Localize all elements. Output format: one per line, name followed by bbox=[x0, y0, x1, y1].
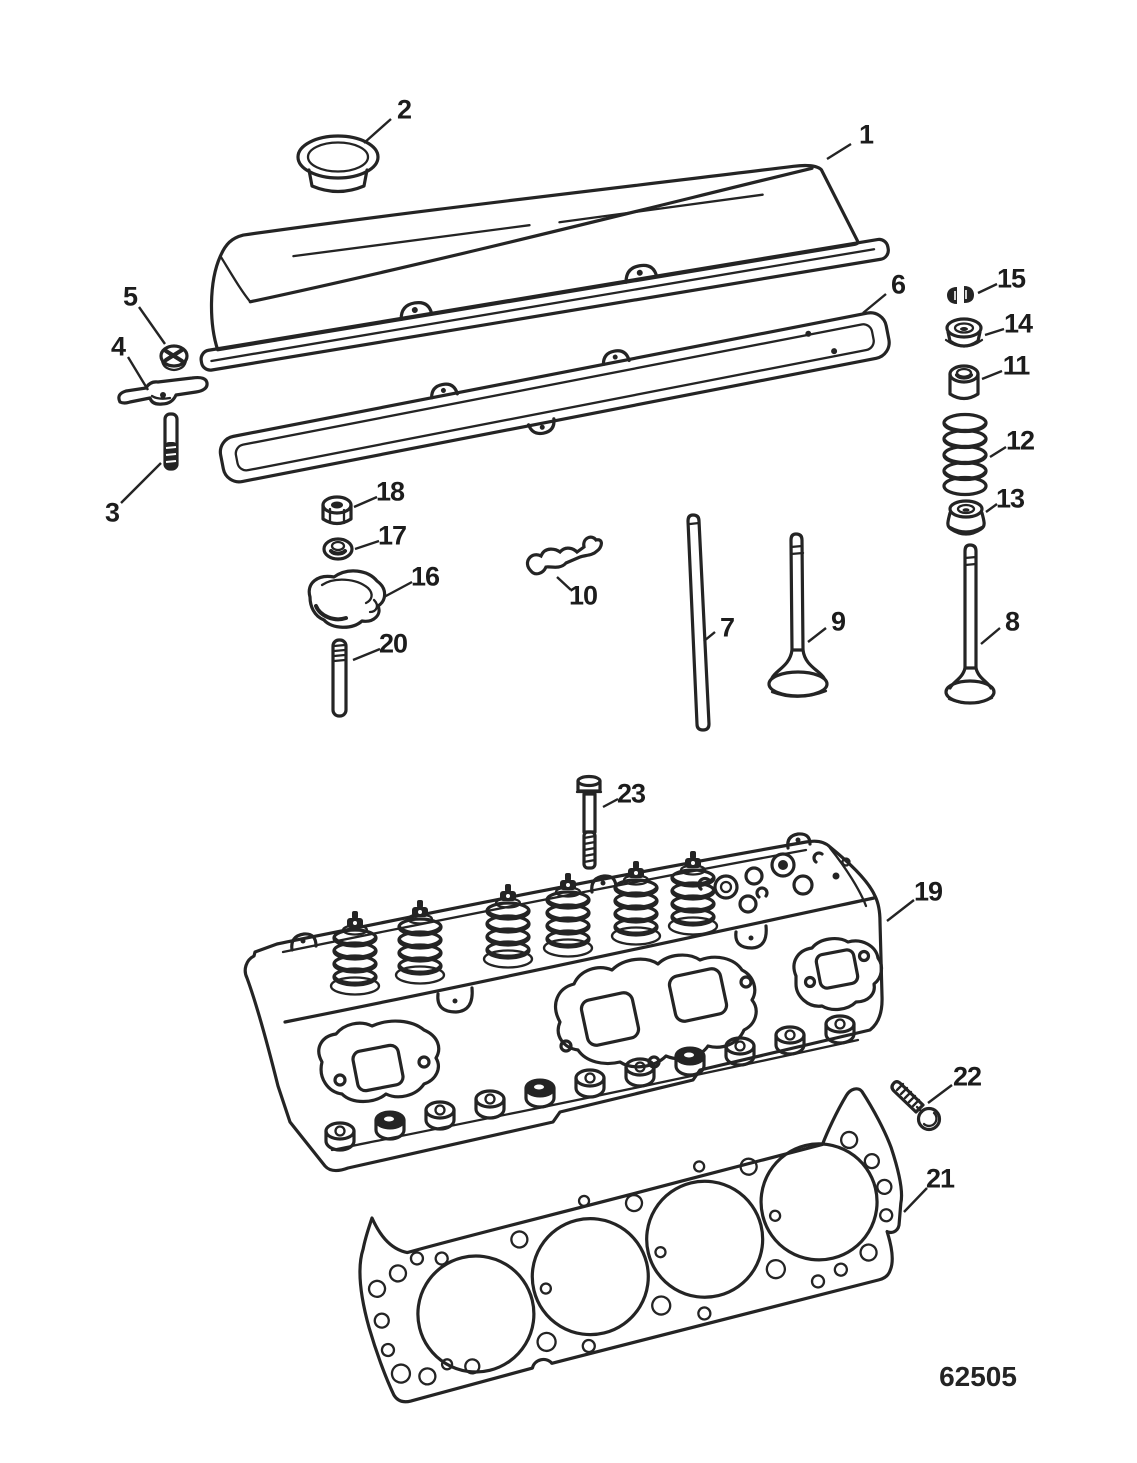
leader-15 bbox=[977, 282, 998, 295]
leader-9 bbox=[807, 627, 827, 643]
callout-13-spring-seat-seal: 13 bbox=[995, 483, 1025, 514]
callout-leader-lines bbox=[120, 118, 1007, 1213]
leader-22 bbox=[927, 1084, 953, 1104]
spring-seat-seal bbox=[946, 499, 986, 536]
leader-23 bbox=[602, 797, 619, 809]
callout-17-rocker-arm-ball: 17 bbox=[377, 520, 407, 551]
callout-19-cylinder-head: 19 bbox=[913, 876, 943, 907]
leader-17 bbox=[354, 539, 380, 551]
callout-16-rocker-arm: 16 bbox=[410, 561, 440, 592]
leader-11 bbox=[981, 369, 1003, 381]
callout-22-head-bolt-short: 22 bbox=[952, 1061, 982, 1092]
wing-nut bbox=[159, 344, 189, 372]
callout-8-exhaust-valve: 8 bbox=[1004, 606, 1020, 637]
spring-retainer bbox=[944, 317, 984, 348]
leader-12 bbox=[989, 445, 1007, 459]
rocker-arm-nut bbox=[321, 495, 353, 526]
rocker-arm bbox=[307, 569, 387, 629]
valve-keepers bbox=[947, 286, 974, 304]
leader-2 bbox=[363, 118, 392, 144]
clamp-stud bbox=[163, 412, 179, 471]
rocker-arm-ball bbox=[322, 537, 354, 561]
leader-13 bbox=[985, 503, 998, 513]
callout-21-head-gasket: 21 bbox=[925, 1163, 955, 1194]
retainer-clamp bbox=[117, 375, 209, 406]
callout-9-intake-valve: 9 bbox=[830, 606, 846, 637]
guide-clip bbox=[525, 535, 603, 576]
exhaust-valve bbox=[944, 543, 996, 705]
callout-6-rocker-cover-gasket: 6 bbox=[890, 269, 906, 300]
callout-3-clamp-stud: 3 bbox=[104, 497, 120, 528]
callout-18-rocker-arm-nut: 18 bbox=[375, 476, 405, 507]
leader-3 bbox=[120, 462, 162, 504]
leader-1 bbox=[826, 142, 852, 161]
callout-4-retainer-clamp: 4 bbox=[110, 331, 126, 362]
rocker-cover-gasket bbox=[218, 311, 891, 484]
leader-5 bbox=[138, 306, 166, 345]
cylinder-head bbox=[243, 832, 884, 1173]
leader-20 bbox=[352, 647, 381, 662]
leader-8 bbox=[980, 627, 1001, 645]
head-gasket bbox=[358, 1087, 904, 1404]
leader-16 bbox=[383, 580, 413, 599]
leader-10 bbox=[556, 576, 572, 591]
intake-valve bbox=[767, 532, 829, 698]
rocker-cover bbox=[199, 163, 890, 372]
leader-6 bbox=[862, 293, 887, 314]
spring-shield bbox=[948, 364, 980, 401]
callout-7-push-rod: 7 bbox=[719, 612, 735, 643]
callout-20-rocker-stud: 20 bbox=[378, 628, 408, 659]
rocker-stud bbox=[331, 638, 348, 718]
callout-14-spring-retainer: 14 bbox=[1003, 308, 1033, 339]
callout-23-head-bolt-long: 23 bbox=[616, 778, 646, 809]
leader-14 bbox=[984, 327, 1005, 337]
callout-10-guide-clip: 10 bbox=[568, 580, 598, 611]
leader-19 bbox=[886, 899, 915, 922]
callout-1-rocker-cover: 1 bbox=[858, 119, 874, 150]
head-bolt-short bbox=[890, 1080, 942, 1132]
callout-15-valve-keepers: 15 bbox=[996, 263, 1026, 294]
callout-11-spring-shield: 11 bbox=[1002, 350, 1031, 381]
leader-4 bbox=[126, 356, 150, 391]
push-rod bbox=[686, 513, 711, 732]
callout-12-valve-spring: 12 bbox=[1005, 425, 1035, 456]
head-bolt-long bbox=[575, 774, 603, 870]
callout-2-oil-fill-cap: 2 bbox=[396, 94, 412, 125]
leader-18 bbox=[353, 495, 378, 509]
leader-21 bbox=[903, 1187, 928, 1213]
drawing-number: 62505 bbox=[939, 1361, 1017, 1392]
callout-5-wing-nut: 5 bbox=[122, 281, 138, 312]
leader-7 bbox=[703, 631, 716, 642]
oil-fill-cap bbox=[296, 134, 380, 194]
valve-spring bbox=[942, 412, 988, 497]
